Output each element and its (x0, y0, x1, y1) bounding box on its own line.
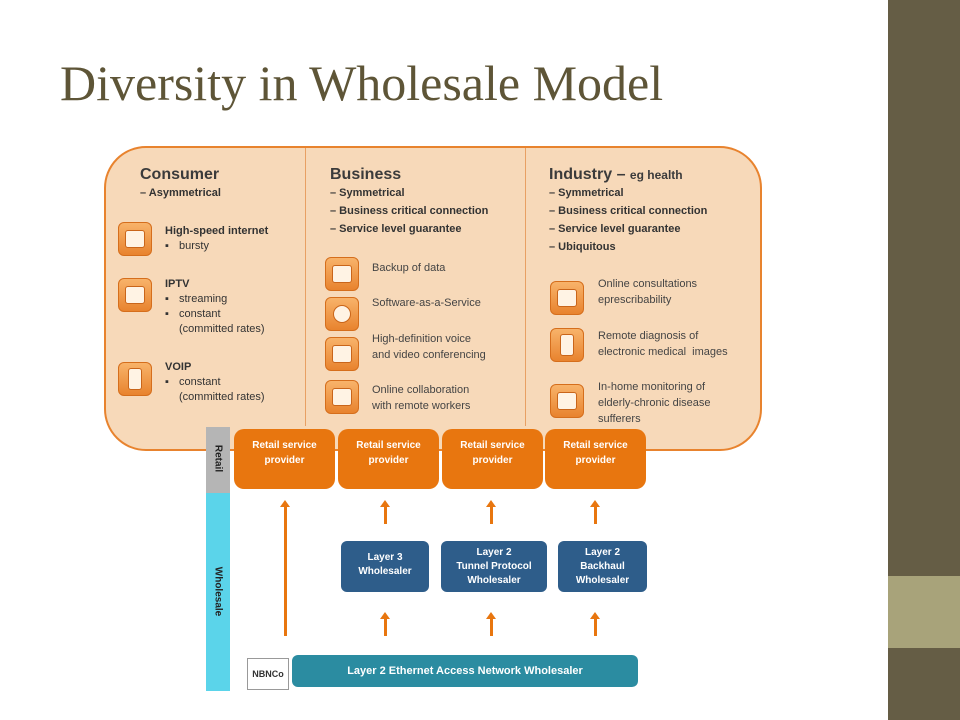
retail-provider-box: Retail service provider (234, 429, 335, 489)
industry-service-monitoring: In-home monitoring of elderly-chronic di… (598, 381, 711, 425)
consumer-heading: Consumer (140, 166, 220, 183)
industry-sub-4: – Ubiquitous (549, 241, 616, 253)
retail-provider-box: Retail service provider (338, 429, 439, 489)
business-service-video: High-definition voice and video conferen… (372, 333, 486, 361)
computer-icon (118, 222, 152, 256)
service-bullet: bursty (165, 239, 268, 254)
consumer-service-iptv: IPTV streaming constant (committed rates… (165, 277, 265, 337)
business-sub-2: – Business critical connection (330, 205, 489, 217)
people-icon (325, 380, 359, 414)
service-name: IPTV (165, 278, 190, 290)
retail-label: Retail (212, 444, 224, 473)
business-service-collab: Online collaboration with remote workers (372, 384, 471, 412)
up-arrow (280, 500, 290, 636)
industry-service-consult: Online consultations eprescribability (598, 278, 698, 306)
wholesaler-box: Layer 2 Tunnel Protocol Wholesaler (441, 541, 547, 592)
industry-column: Industry – eg health – Symmetrical – Bus… (549, 166, 707, 256)
consumer-service-voip: VOIP constant (committed rates) (165, 360, 265, 405)
business-heading: Business (330, 166, 402, 183)
service-bullet-cont: (committed rates) (179, 391, 265, 403)
business-sub-3: – Service level guarantee (330, 223, 462, 235)
monitor-icon (550, 281, 584, 315)
up-arrow (486, 612, 496, 636)
column-divider (305, 148, 306, 426)
industry-service-diagnosis: Remote diagnosis of electronic medical i… (598, 330, 728, 358)
disc-icon (325, 297, 359, 331)
wholesaler-box: Layer 2 Backhaul Wholesaler (558, 541, 647, 592)
video-icon (325, 337, 359, 371)
industry-sub-1: – Symmetrical (549, 187, 624, 199)
wholesale-strip (206, 493, 230, 691)
business-sub-1: – Symmetrical (330, 187, 405, 199)
home-icon (550, 384, 584, 418)
industry-heading-main: Industry – (549, 166, 626, 183)
up-arrow (380, 500, 390, 524)
up-arrow (590, 500, 600, 524)
service-name: VOIP (165, 361, 192, 373)
service-bullet: streaming (165, 292, 265, 307)
side-bar-top (888, 0, 960, 576)
business-service-saas: Software-as-a-Service (372, 297, 481, 309)
service-bullet-cont: (committed rates) (179, 323, 265, 335)
business-service-backup: Backup of data (372, 262, 446, 274)
retail-strip (206, 427, 230, 493)
service-name: High-speed internet (165, 225, 269, 237)
retail-provider-box: Retail service provider (442, 429, 543, 489)
wholesaler-box: Layer 3 Wholesaler (341, 541, 429, 592)
business-column: Business – Symmetrical – Business critic… (330, 166, 488, 238)
nbnco-logo: NBNCo (247, 658, 289, 690)
tv-icon (118, 278, 152, 312)
service-bullet: constant (165, 375, 265, 390)
up-arrow (380, 612, 390, 636)
up-arrow (590, 612, 600, 636)
industry-heading-small: eg health (629, 168, 683, 182)
phone-icon (118, 362, 152, 396)
computer-icon (325, 257, 359, 291)
industry-heading: Industry – eg health (549, 166, 707, 184)
consumer-column: Consumer – Asymmetrical (140, 166, 221, 202)
consumer-service-internet: High-speed internet bursty (165, 224, 268, 254)
service-bullet: constant (165, 307, 265, 322)
wholesale-label: Wholesale (212, 566, 224, 617)
industry-sub-3: – Service level guarantee (549, 223, 681, 235)
slide-title: Diversity in Wholesale Model (60, 55, 664, 111)
consumer-sub-1: – Asymmetrical (140, 187, 221, 199)
side-bar-bottom (888, 648, 960, 720)
side-bar-accent (888, 576, 960, 648)
access-network-bar: Layer 2 Ethernet Access Network Wholesal… (292, 655, 638, 687)
up-arrow (486, 500, 496, 524)
doctor-icon (550, 328, 584, 362)
column-divider (525, 148, 526, 426)
industry-sub-2: – Business critical connection (549, 205, 708, 217)
retail-provider-box: Retail service provider (545, 429, 646, 489)
